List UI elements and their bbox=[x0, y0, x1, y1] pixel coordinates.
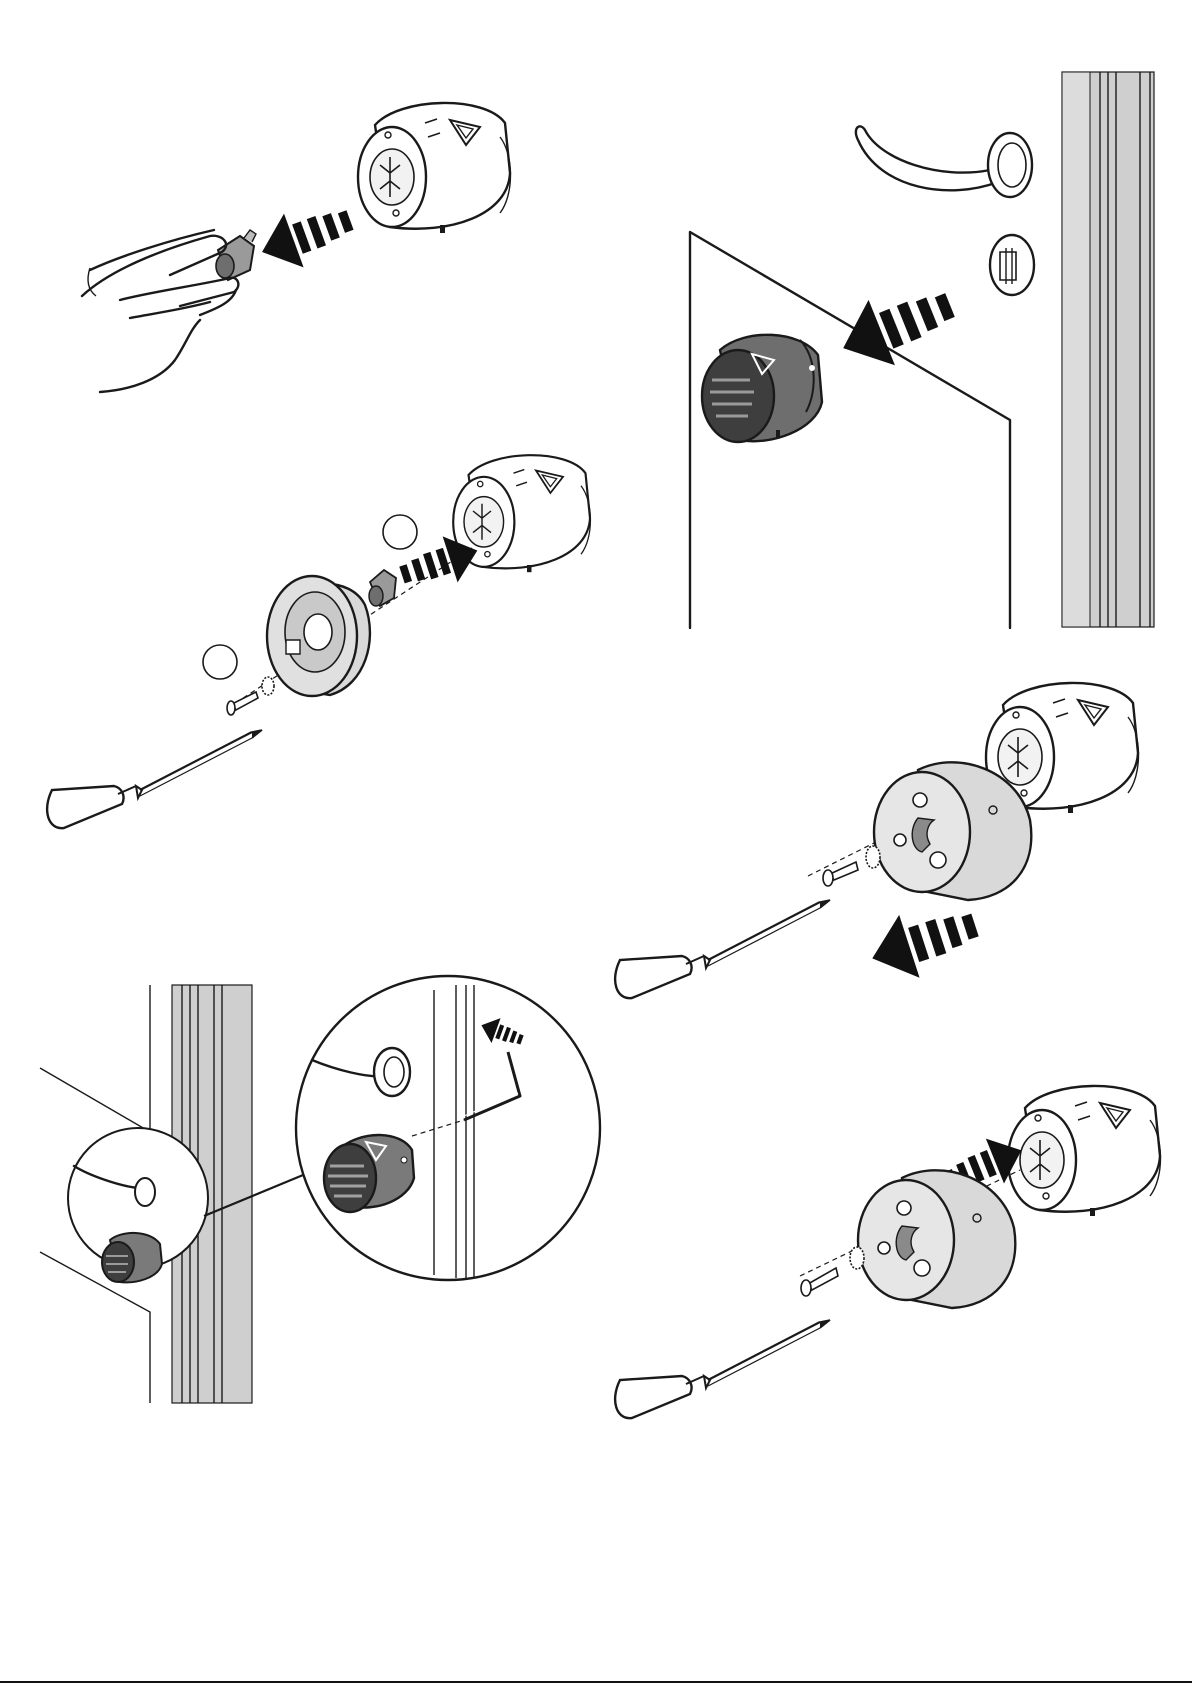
step-remove-from-door bbox=[690, 72, 1154, 628]
mounting-plate-icon bbox=[874, 762, 1031, 900]
step-hex-key-detail bbox=[40, 976, 600, 1403]
step-unscrew-plate bbox=[615, 683, 1138, 998]
step-circle-icon bbox=[383, 515, 417, 549]
step-mount-adapter-plate bbox=[47, 455, 590, 828]
page-footer-rule bbox=[0, 1681, 1192, 1683]
washer-icon bbox=[262, 677, 274, 695]
magnifier-circle-icon bbox=[296, 976, 600, 1280]
lock-cylinder-icon bbox=[1008, 1086, 1161, 1216]
door-frame-icon bbox=[1062, 72, 1154, 627]
step-remove-insert bbox=[82, 103, 511, 392]
screwdriver-icon bbox=[615, 1320, 830, 1418]
lock-cylinder-icon bbox=[702, 335, 822, 442]
hand-icon bbox=[82, 230, 238, 392]
washer-icon bbox=[866, 846, 880, 868]
screw-icon bbox=[227, 692, 258, 715]
step-reassemble bbox=[615, 1086, 1160, 1418]
lock-cylinder-icon bbox=[102, 1233, 162, 1282]
mounting-plate-icon bbox=[858, 1170, 1015, 1308]
door-handle-icon bbox=[856, 126, 1034, 295]
lock-cylinder-icon bbox=[358, 103, 511, 233]
arrow-down-left-icon bbox=[862, 894, 985, 990]
screwdriver-icon bbox=[615, 900, 830, 998]
mounting-plate-icon bbox=[267, 576, 370, 696]
screw-icon bbox=[801, 1268, 838, 1296]
washer-icon bbox=[850, 1247, 864, 1269]
arrow-left-icon bbox=[252, 193, 360, 279]
insert-adapter-icon bbox=[369, 570, 396, 606]
screwdriver-icon bbox=[47, 730, 262, 828]
step-circle-icon bbox=[203, 645, 237, 679]
